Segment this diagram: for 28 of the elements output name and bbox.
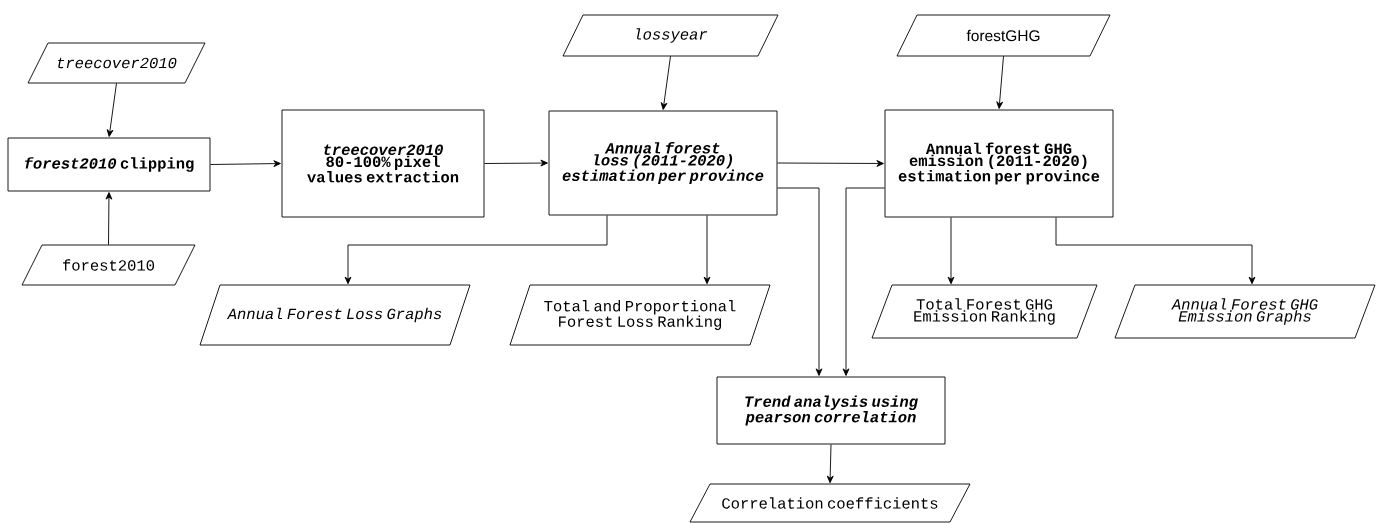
data-parallelogram: Total Forest GHG Emission Ranking: [871, 284, 1098, 339]
arrow: [105, 192, 113, 246]
process-box: forest2010 clipping: [7, 137, 211, 192]
data-parallelogram: Correlation coefficients: [689, 483, 971, 523]
data-parallelogram: Annual Forest GHG Emission Graphs: [1114, 284, 1376, 339]
data-parallelogram: Total and Proportional Forest Loss Ranking: [509, 284, 771, 346]
data-parallelogram: forestGHG: [896, 14, 1111, 57]
arrow: [484, 159, 548, 167]
arrow: [703, 215, 711, 285]
arrow: [842, 187, 885, 376]
arrow: [210, 160, 281, 167]
arrow: [826, 444, 834, 484]
arrow: [1055, 217, 1256, 285]
arrow: [947, 217, 955, 285]
data-parallelogram: forest2010: [21, 244, 196, 286]
arrow: [777, 160, 884, 167]
arrow: [344, 215, 608, 285]
data-parallelogram: treecover2010: [27, 42, 206, 84]
arrow: [660, 55, 671, 110]
process-box: treecover2010 80-100% pixel values extraction: [281, 109, 485, 218]
data-parallelogram: Annual Forest Loss Graphs: [199, 284, 471, 346]
data-parallelogram: lossyear: [562, 14, 779, 57]
process-box: Trend analysis using pearson correlation: [716, 376, 946, 445]
arrow: [106, 82, 117, 137]
arrow: [996, 55, 1004, 109]
arrow: [777, 187, 823, 376]
process-box: Annual forest GHG emission (2011-2020) estimation per province: [884, 109, 1114, 218]
process-box: Annual forest loss (2011-2020) estimation per province: [548, 110, 778, 216]
